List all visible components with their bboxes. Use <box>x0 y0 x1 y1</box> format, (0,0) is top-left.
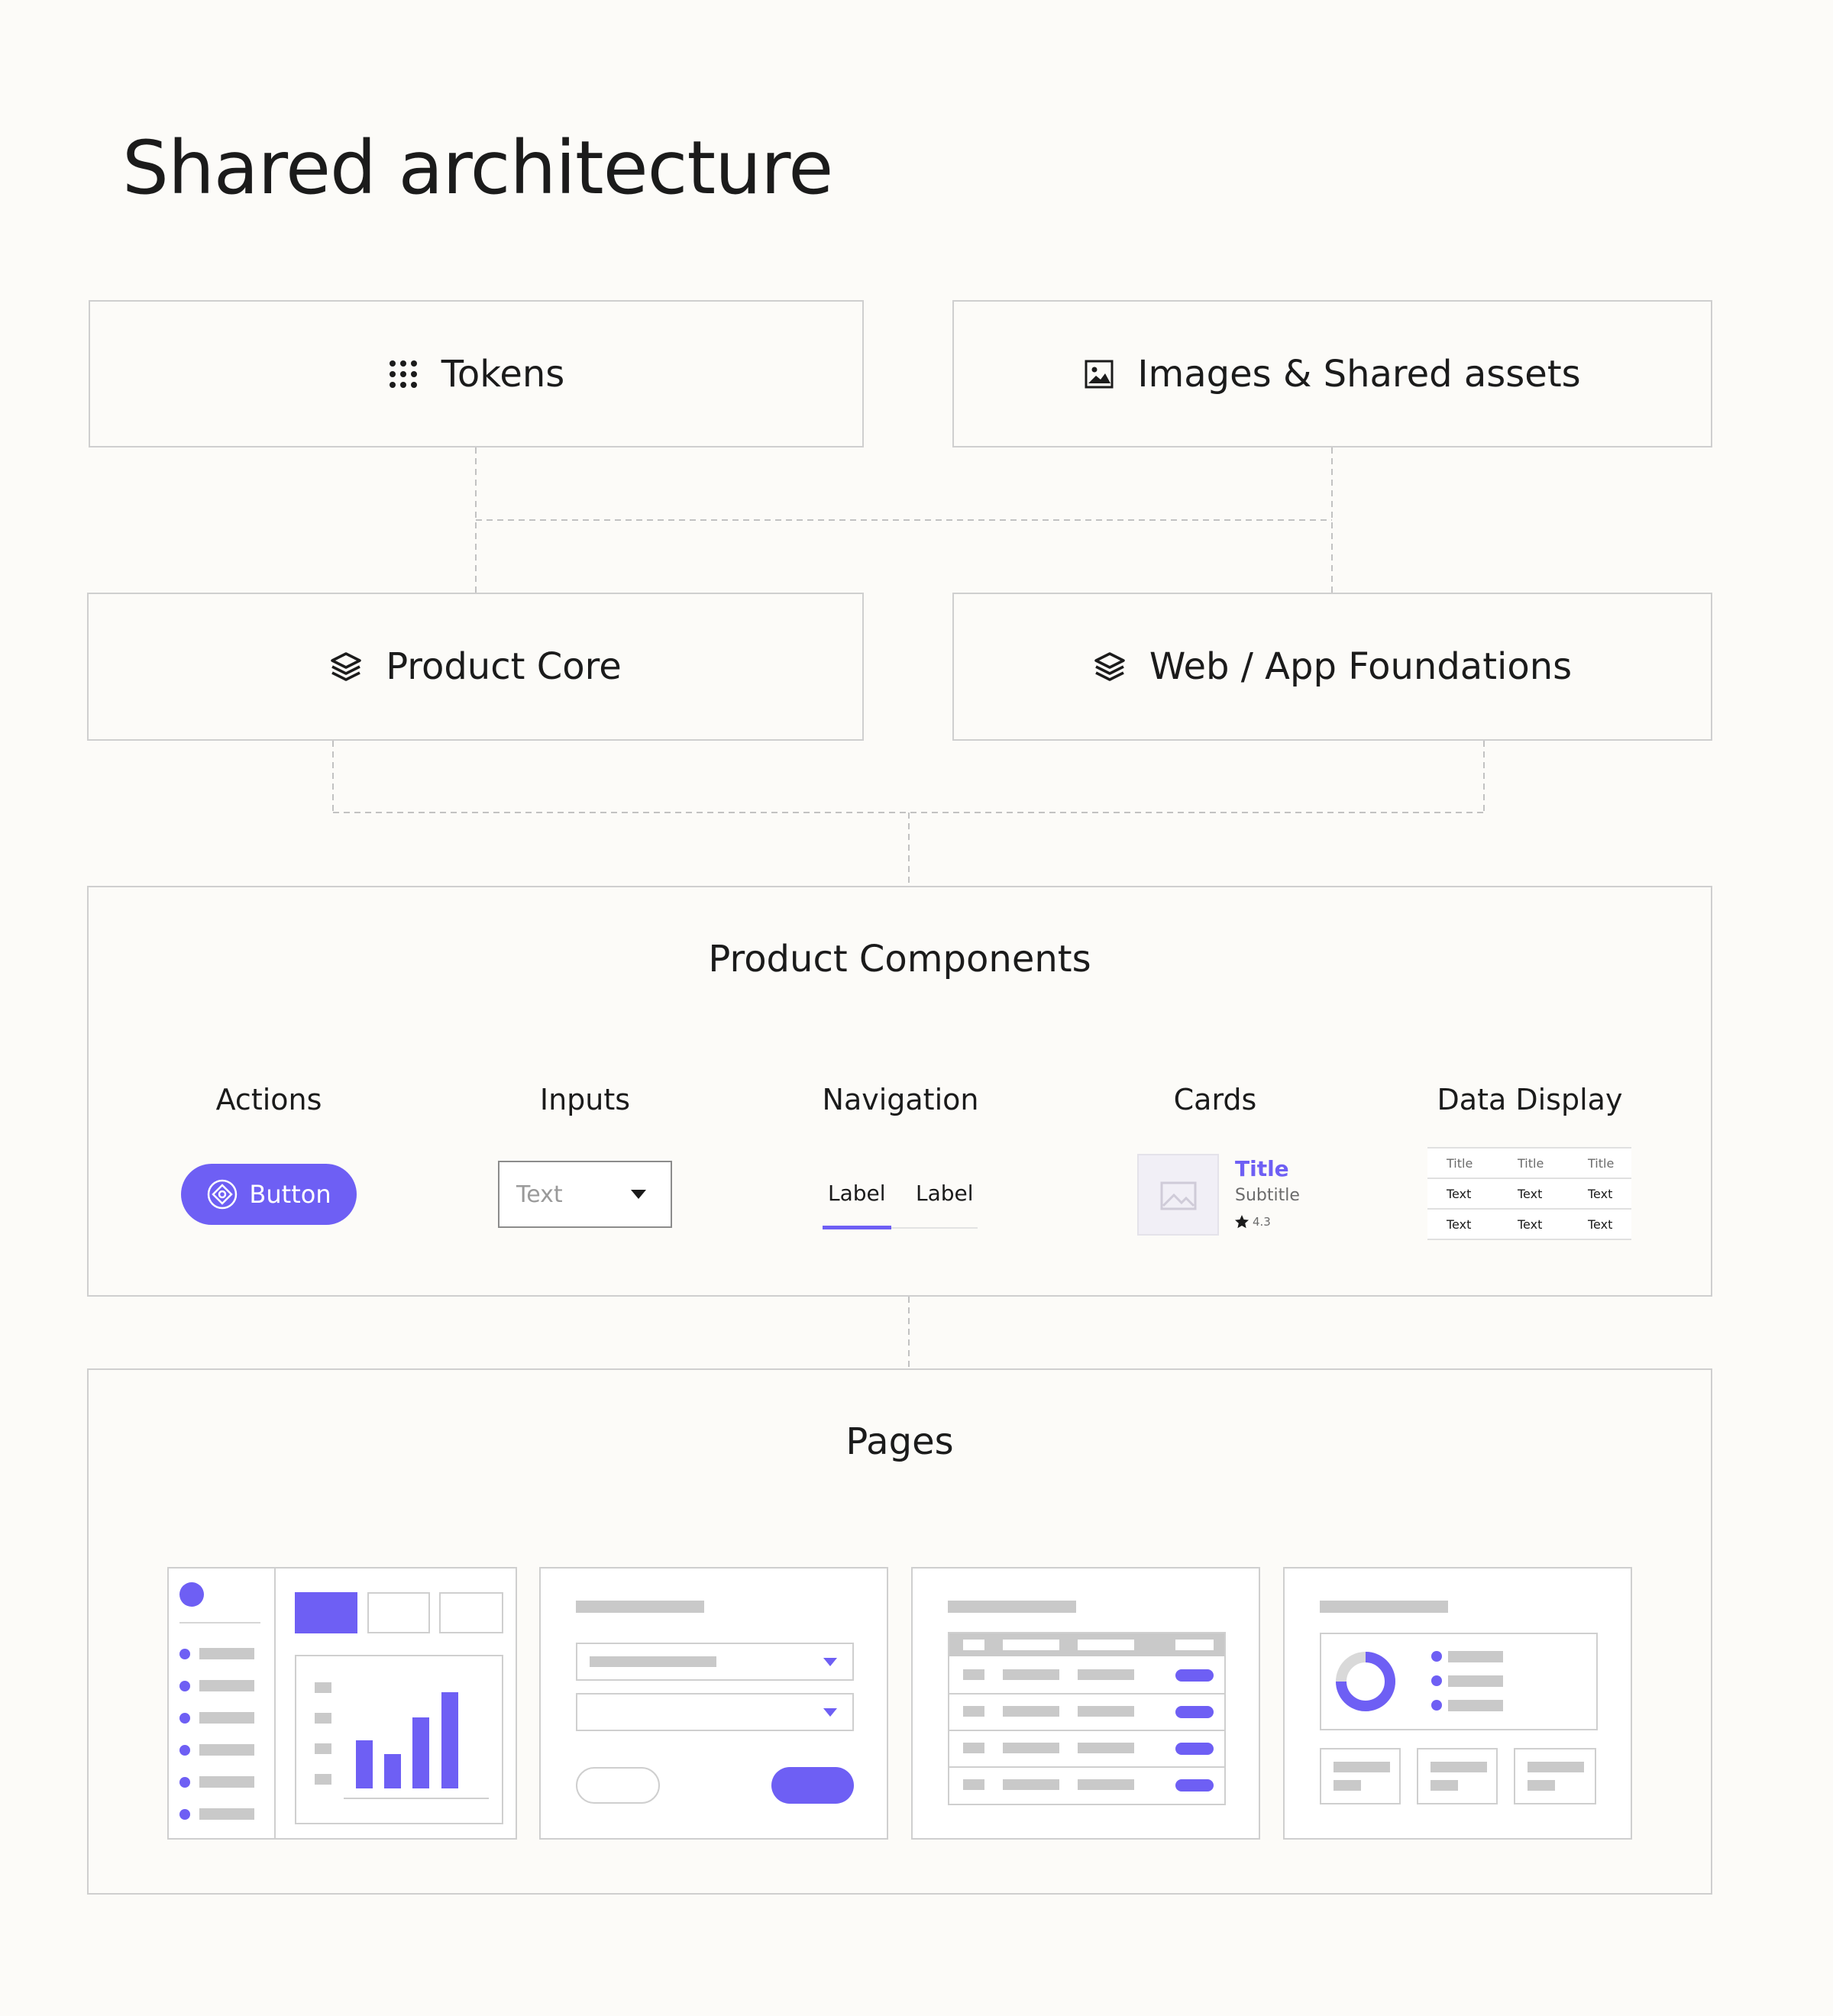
example-select-placeholder: Text <box>516 1181 563 1208</box>
tokens-label: Tokens <box>441 352 565 396</box>
nav-tab-track <box>823 1227 978 1229</box>
category-data-display: Data Display <box>1437 1083 1623 1116</box>
tokens-node: Tokens <box>89 300 864 447</box>
table-header: Title <box>1588 1156 1615 1171</box>
table-header: Title <box>1518 1156 1544 1171</box>
donut-chart-icon <box>1336 1652 1395 1711</box>
images-label: Images & Shared assets <box>1137 352 1581 396</box>
table-header: Title <box>1447 1156 1473 1171</box>
nav-tab-indicator <box>823 1226 891 1229</box>
example-select[interactable]: Text <box>498 1161 672 1228</box>
example-button[interactable]: Button <box>181 1164 357 1225</box>
category-inputs: Inputs <box>539 1083 631 1116</box>
image-icon <box>1085 360 1114 388</box>
page-thumbnail-overview <box>1283 1567 1632 1840</box>
category-navigation: Navigation <box>822 1083 979 1116</box>
nav-tab-2[interactable]: Label <box>916 1181 974 1206</box>
product-components-title: Product Components <box>708 938 1091 981</box>
data-table: Title Title Title Text Text Text Text Te… <box>1427 1147 1631 1240</box>
page-title: Shared architecture <box>122 125 833 211</box>
product-core-node: Product Core <box>87 593 864 741</box>
table-cell: Text <box>1588 1187 1613 1201</box>
table-cell: Text <box>1518 1187 1543 1201</box>
product-core-label: Product Core <box>386 645 622 688</box>
card-image-placeholder <box>1137 1154 1219 1236</box>
star-icon <box>1235 1215 1249 1229</box>
web-app-foundations-label: Web / App Foundations <box>1149 645 1573 688</box>
web-app-foundations-node: Web / App Foundations <box>952 593 1712 741</box>
card-subtitle: Subtitle <box>1235 1186 1300 1205</box>
category-actions: Actions <box>215 1083 322 1116</box>
card-title: Title <box>1235 1156 1289 1181</box>
page-thumbnail-dashboard <box>167 1567 517 1840</box>
image-placeholder-icon <box>1160 1181 1197 1210</box>
table-cell: Text <box>1588 1217 1613 1232</box>
table-cell: Text <box>1518 1217 1543 1232</box>
page-thumbnail-form <box>539 1567 888 1840</box>
table-cell: Text <box>1447 1217 1472 1232</box>
dot-grid-icon <box>389 360 417 388</box>
target-icon <box>208 1179 238 1210</box>
images-node: Images & Shared assets <box>952 300 1712 447</box>
chevron-down-icon <box>631 1190 646 1199</box>
example-button-label: Button <box>249 1180 331 1209</box>
table-cell: Text <box>1447 1187 1472 1201</box>
layers-icon <box>331 652 361 681</box>
card-rating: 4.3 <box>1253 1215 1271 1229</box>
category-cards: Cards <box>1173 1083 1257 1116</box>
nav-tab-1[interactable]: Label <box>828 1181 886 1206</box>
pages-title: Pages <box>845 1420 954 1463</box>
layers-icon <box>1094 652 1125 681</box>
page-thumbnail-table <box>911 1567 1260 1840</box>
